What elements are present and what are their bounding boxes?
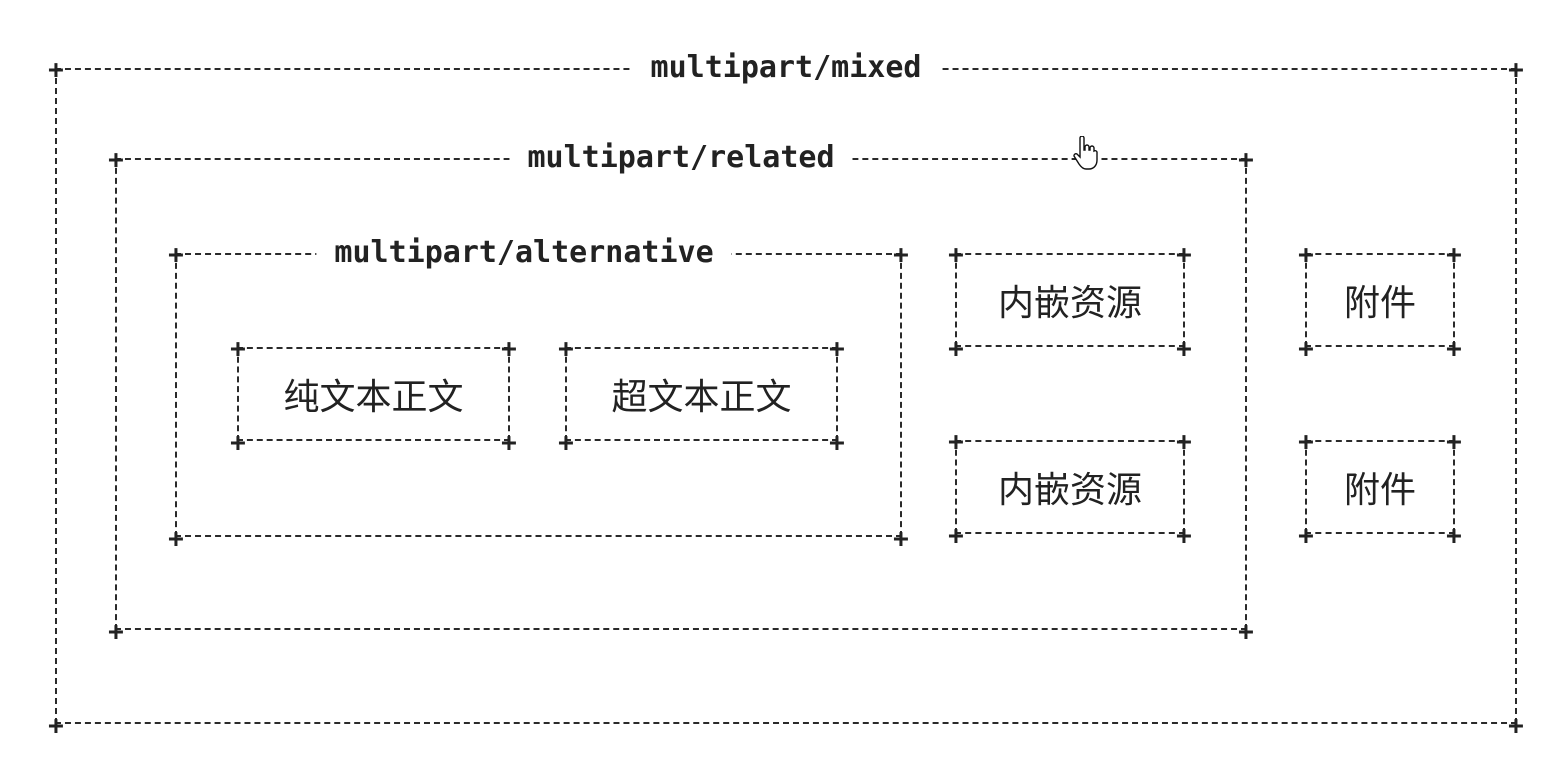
inline-resource-box: + + + + 内嵌资源 <box>948 429 1192 549</box>
plain-text-body-box: + + + + 纯文本正文 <box>230 336 517 456</box>
corner-plus: + <box>168 240 184 270</box>
multipart-related-label: multipart/related <box>509 140 853 176</box>
hypertext-body-label: 超文本正文 <box>611 377 792 418</box>
corner-plus: + <box>1446 521 1462 551</box>
corner-plus: + <box>1298 240 1314 270</box>
corner-plus: + <box>501 428 517 458</box>
inline-resource-label: 内嵌资源 <box>997 283 1142 324</box>
corner-plus: + <box>829 334 845 364</box>
attachment-label: 附件 <box>1343 283 1416 324</box>
corner-plus: + <box>948 334 964 364</box>
corner-plus: + <box>1446 334 1462 364</box>
corner-plus: + <box>1176 521 1192 551</box>
plain-text-body-label: 纯文本正文 <box>283 377 464 418</box>
corner-plus: + <box>230 428 246 458</box>
corner-plus: + <box>1298 427 1314 457</box>
multipart-mixed-label: multipart/mixed <box>632 50 940 86</box>
hand-pointer-icon <box>1073 136 1098 170</box>
corner-plus: + <box>893 524 909 554</box>
inline-resource-box: + + + + 内嵌资源 <box>948 242 1192 362</box>
corner-plus: + <box>558 428 574 458</box>
corner-plus: + <box>1298 521 1314 551</box>
corner-plus: + <box>230 334 246 364</box>
corner-plus: + <box>501 334 517 364</box>
corner-plus: + <box>168 524 184 554</box>
corner-plus: + <box>1298 334 1314 364</box>
corner-plus: + <box>1446 427 1462 457</box>
corner-plus: + <box>1446 240 1462 270</box>
corner-plus: + <box>1176 240 1192 270</box>
corner-plus: + <box>948 521 964 551</box>
corner-plus: + <box>829 428 845 458</box>
corner-plus: + <box>48 55 64 85</box>
multipart-alternative-label: multipart/alternative <box>316 235 732 271</box>
attachment-box: + + + + 附件 <box>1298 429 1462 549</box>
corner-plus: + <box>1238 145 1254 175</box>
corner-plus: + <box>1176 427 1192 457</box>
attachment-label: 附件 <box>1343 470 1416 511</box>
corner-plus: + <box>1238 617 1254 647</box>
corner-plus: + <box>1508 711 1524 741</box>
multipart-mixed-box: + + + + multipart/mixed <box>48 50 1524 739</box>
multipart-alternative-box: + + + + multipart/alternative <box>168 235 909 552</box>
corner-plus: + <box>108 145 124 175</box>
inline-resource-label: 内嵌资源 <box>997 470 1142 511</box>
corner-plus: + <box>558 334 574 364</box>
attachment-box: + + + + 附件 <box>1298 242 1462 362</box>
corner-plus: + <box>108 617 124 647</box>
corner-plus: + <box>1176 334 1192 364</box>
corner-plus: + <box>948 240 964 270</box>
corner-plus: + <box>48 711 64 741</box>
corner-plus: + <box>893 240 909 270</box>
corner-plus: + <box>1508 55 1524 85</box>
corner-plus: + <box>948 427 964 457</box>
multipart-related-box: + + + + multipart/related <box>108 140 1254 645</box>
hypertext-body-box: + + + + 超文本正文 <box>558 336 845 456</box>
